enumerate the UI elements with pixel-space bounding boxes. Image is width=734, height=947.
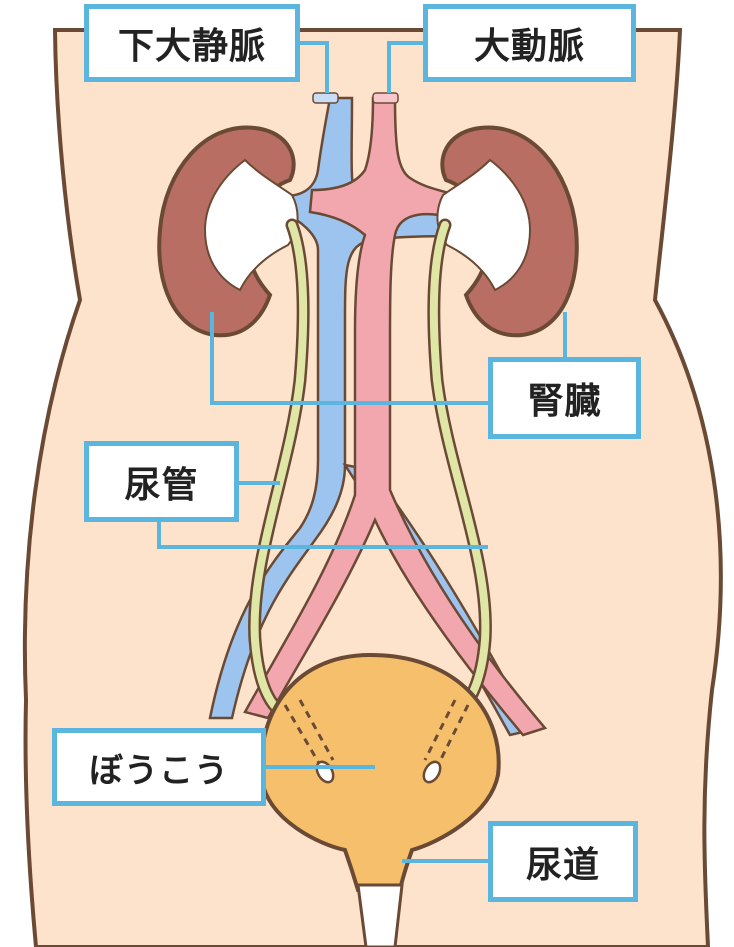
aorta-shape bbox=[243, 96, 548, 737]
label-inferior-vena-cava: 下大静脈 bbox=[84, 4, 300, 82]
leader-aorta bbox=[387, 41, 423, 93]
urethra-shape bbox=[356, 883, 404, 947]
right-ureter-fill bbox=[429, 221, 490, 719]
right-kidney bbox=[436, 125, 579, 338]
leader-ivc bbox=[300, 41, 329, 93]
left-kidney bbox=[157, 125, 299, 338]
left-ureter-fill bbox=[250, 221, 308, 719]
leader-lines bbox=[157, 41, 567, 863]
leader-kidney bbox=[210, 312, 488, 405]
aorta-cap bbox=[372, 92, 399, 104]
label-urethra: 尿道 bbox=[488, 821, 638, 902]
label-aorta: 大動脈 bbox=[423, 4, 636, 82]
vena-cava-cap bbox=[312, 92, 339, 104]
leader-ureter-lower bbox=[157, 522, 488, 549]
label-kidney: 腎臓 bbox=[488, 357, 641, 439]
label-bladder: ぼうこう bbox=[52, 728, 266, 806]
label-ureter: 尿管 bbox=[84, 441, 239, 522]
